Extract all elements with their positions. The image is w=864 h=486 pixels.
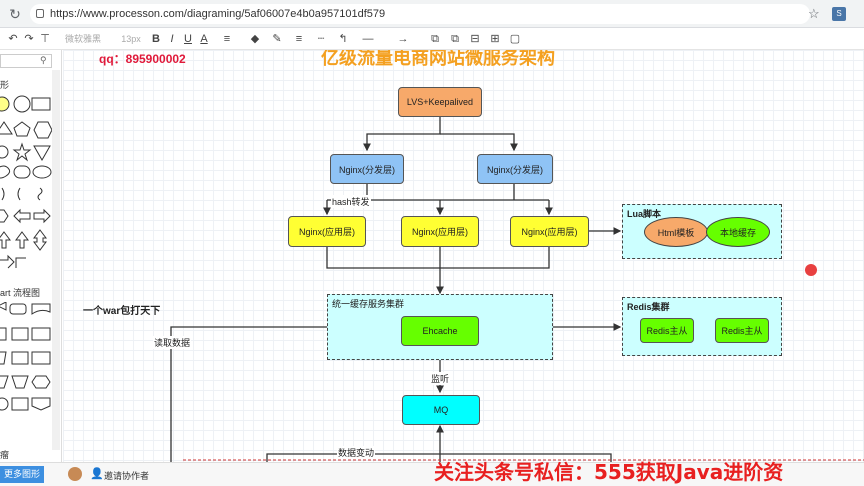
search-icon[interactable]: ⚲ [40,55,47,65]
more-shapes-button[interactable]: 更多图形 [0,466,44,483]
font-size-select[interactable]: 13px [121,34,141,44]
browser-url-bar: ↻ https://www.processon.com/diagraming/5… [0,0,864,28]
bold-button[interactable]: B [152,33,160,45]
underline-button[interactable]: U [184,33,192,45]
read-data-label[interactable]: 读取数据 [153,336,192,349]
nginx-app-node-2[interactable]: Nginx(应用层) [401,216,479,247]
connector-type-icon[interactable]: ↰ [338,33,348,45]
html-template-node[interactable]: Html模板 [644,217,708,247]
line-color-icon[interactable]: ✎ [272,33,282,45]
diagram-title[interactable]: 亿级流量电商网站微服务架构 [321,50,555,69]
cache-group-title: 统一缓存服务集群 [332,299,405,309]
fill-color-icon[interactable]: ◆ [250,33,260,45]
shape-search-input[interactable] [0,54,52,68]
sidebar-scrollbar[interactable] [52,70,60,450]
invite-collaborator-button[interactable]: 邀请协作者 [104,471,150,481]
qq-contact-text[interactable]: qq：895900002 [99,52,186,66]
shape-library-sidebar: ⚲ 形 art 流程图 [0,50,62,462]
font-color-button[interactable]: A [200,33,208,45]
lvs-keepalived-node[interactable]: LVS+Keepalived [398,87,482,117]
shapes-section-label[interactable]: 形 [0,80,10,90]
lock-shape-icon[interactable]: ▢ [509,33,521,45]
undo-icon[interactable]: ↶ [8,33,18,45]
bookmark-star-icon[interactable]: ☆ [808,6,820,21]
lock-icon [36,9,44,18]
redis-group-title: Redis集群 [627,302,670,312]
address-bar[interactable]: https://www.processon.com/diagraming/5af… [30,4,810,24]
line-end-icon[interactable]: → [397,33,409,45]
nginx-distribution-node-1[interactable]: Nginx(分发层) [330,154,404,184]
local-cache-node[interactable]: 本地缓存 [706,217,770,247]
add-user-icon[interactable]: 👤 [90,468,104,480]
flowchart-section-label[interactable]: art 流程图 [0,288,41,298]
reload-icon[interactable]: ↻ [9,6,21,22]
arrange-icon[interactable]: ⧉ [431,33,439,45]
pointer-highlight [805,264,817,276]
italic-button[interactable]: I [170,33,174,45]
line-width-icon[interactable]: ≡ [295,33,303,45]
redis-master-node-1[interactable]: Redis主从 [640,318,694,343]
align-objects-icon[interactable]: ⊟ [470,33,480,45]
war-label[interactable]: 一个war包打天下 [83,306,161,317]
hash-forward-label[interactable]: hash转发 [331,195,371,208]
editor-toolbar: ↶ ↷ ⊤ 微软雅黑 13px B I U A ≡ ◆ ✎ ≡ ┄ ↰ — → … [0,28,864,50]
unified-cache-group[interactable]: 统一缓存服务集群 [327,294,553,360]
data-change-label[interactable]: 数据变动 [337,446,376,459]
flowchart-shapes-grid[interactable] [0,302,52,422]
nginx-app-node-3[interactable]: Nginx(应用层) [510,216,589,247]
mq-node[interactable]: MQ [402,395,480,425]
redis-master-node-2[interactable]: Redis主从 [715,318,769,343]
bottom-status-bar: 更多图形 👤 邀请协作者 [0,462,864,486]
more-section-label[interactable]: 瘤 [0,450,10,460]
group-icon[interactable]: ⧉ [451,33,459,45]
listen-label[interactable]: 监听 [430,372,451,385]
avatar[interactable] [68,467,82,481]
line-start-icon[interactable]: — [362,33,374,45]
promo-watermark: 关注头条号私信：555获取Java进阶资 [434,460,784,484]
basic-shapes-grid[interactable] [0,92,52,332]
format-painter-icon[interactable]: ⊤ [40,33,50,45]
align-icon[interactable]: ≡ [223,33,231,45]
nginx-distribution-node-2[interactable]: Nginx(分发层) [477,154,553,184]
ehcache-node[interactable]: Ehcache [401,316,479,346]
redo-icon[interactable]: ↷ [24,33,34,45]
lua-group-title: Lua脚本 [627,209,662,219]
distribute-icon[interactable]: ⊞ [490,33,500,45]
font-family-select[interactable]: 微软雅黑 [64,34,101,44]
diagram-canvas[interactable]: 亿级流量电商网站微服务架构 qq：895900002 一个war包打天下 LVS… [63,50,864,462]
line-style-icon[interactable]: ┄ [317,33,325,45]
extension-icon[interactable]: S [832,7,846,21]
nginx-app-node-1[interactable]: Nginx(应用层) [288,216,366,247]
